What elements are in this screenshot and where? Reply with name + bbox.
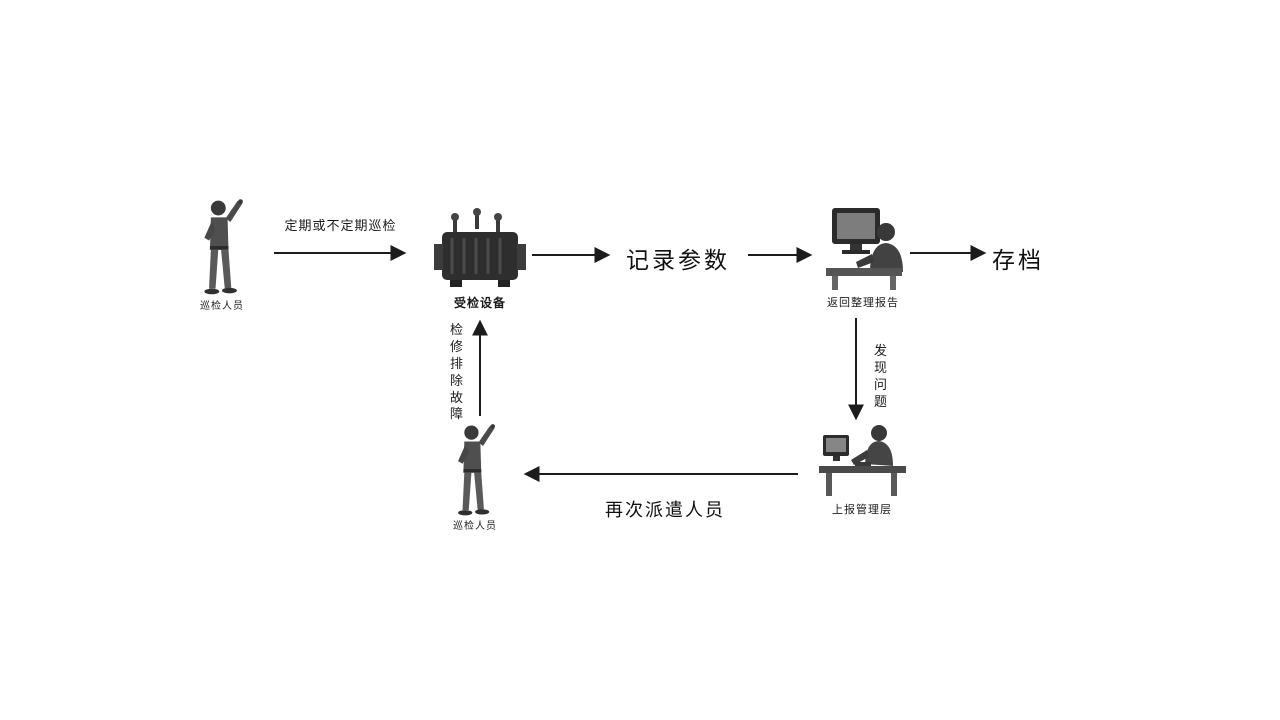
equipment-illustration (434, 208, 526, 287)
record-params-step: 记录参数 (626, 247, 730, 273)
archive-step: 存档 (992, 247, 1044, 273)
manager-desk-label: 上报管理层 (832, 504, 892, 516)
patrol-edge-label: 定期或不定期巡检 (284, 218, 397, 233)
found-problem-edge-label: 发现问题 (873, 343, 887, 409)
inspector-bottom-label: 巡检人员 (453, 521, 497, 532)
manager-desk-illustration (819, 425, 906, 496)
inspector-bottom-illustration (458, 424, 496, 516)
inspector-top-label: 巡检人员 (200, 301, 244, 312)
dispatch-again-edge-label: 再次派遣人员 (605, 500, 725, 520)
equipment-label: 受检设备 (453, 296, 506, 310)
repair-fault-edge-label: 检修排除故障 (449, 322, 463, 422)
computer-report-label: 返回整理报告 (827, 297, 899, 309)
computer-report-illustration (826, 208, 903, 290)
inspector-top-illustration (204, 199, 243, 295)
